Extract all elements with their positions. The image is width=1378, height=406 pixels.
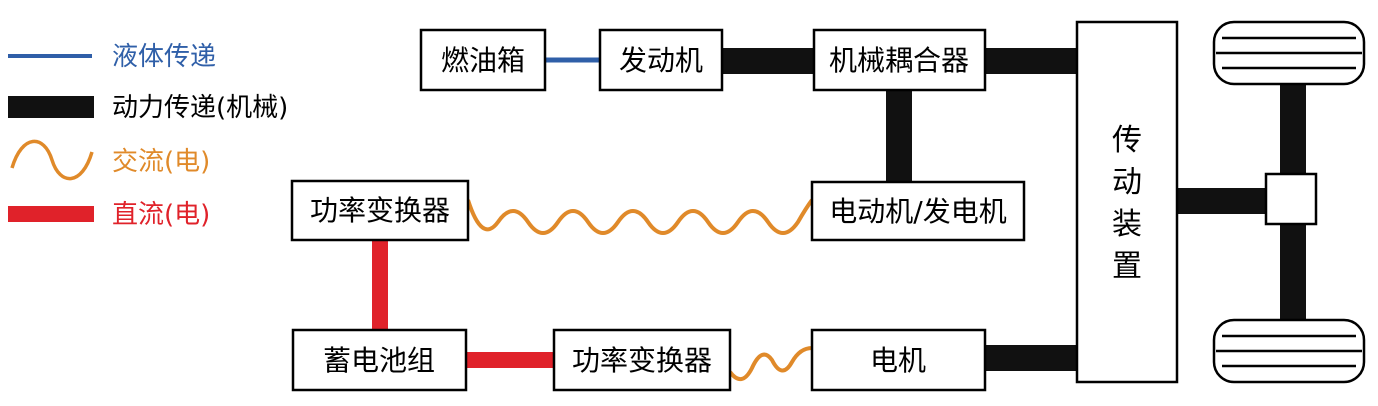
motor-generator-block: 电动机/发电机 [810,180,1026,242]
legend-ac-swatch [10,139,94,181]
transmission-char-3: 装 [1112,207,1142,242]
transmission-block: 传 动 装 置 [1075,20,1179,384]
legend-dc-label: 直流(电) [112,200,210,230]
fuel-tank-block: 燃油箱 [419,28,547,92]
engine-label: 发动机 [619,44,703,77]
legend-liquid-label: 液体传递 [112,42,216,72]
connection-motor-transmission [985,345,1077,371]
connection-coupler-motorgen [886,90,912,182]
converter-bottom-label: 功率变换器 [572,344,712,377]
connection-coupler-transmission [985,48,1077,74]
connection-dc-horizontal [466,352,554,368]
connection-ac-bottom [728,346,813,381]
legend-dc-swatch [8,206,94,222]
legend-mechanical-swatch [8,96,94,118]
legend-mechanical-label: 动力传递(机械) [112,93,288,123]
connection-dc-vertical [372,240,388,330]
connection-engine-coupler [722,48,814,74]
connections [372,48,1269,381]
transmission-char-2: 动 [1112,165,1142,200]
connection-ac-top [466,198,814,235]
legend-ac-label: 交流(电) [112,147,210,177]
legend: 液体传递 动力传递(机械) 交流(电) 直流(电) [8,42,288,230]
axle-hub [1264,172,1318,226]
engine-block: 发动机 [598,28,724,92]
converter-bottom-block: 功率变换器 [552,328,732,392]
transmission-char-4: 置 [1112,249,1142,284]
motor-generator-label: 电动机/发电机 [829,195,1006,228]
connection-transmission-axle [1177,188,1269,214]
converter-top-block: 功率变换器 [290,179,470,242]
wheel-bottom [1212,318,1366,384]
converter-top-label: 功率变换器 [310,194,450,227]
motor-label: 电机 [870,344,926,377]
fuel-tank-label: 燃油箱 [441,44,525,77]
axle-assembly [1212,20,1366,384]
motor-block: 电机 [810,328,987,392]
battery-block: 蓄电池组 [291,328,468,392]
coupler-block: 机械耦合器 [812,28,987,92]
transmission-char-1: 传 [1112,123,1142,158]
coupler-label: 机械耦合器 [829,44,969,77]
wheel-top [1212,20,1366,86]
battery-label: 蓄电池组 [323,344,435,377]
